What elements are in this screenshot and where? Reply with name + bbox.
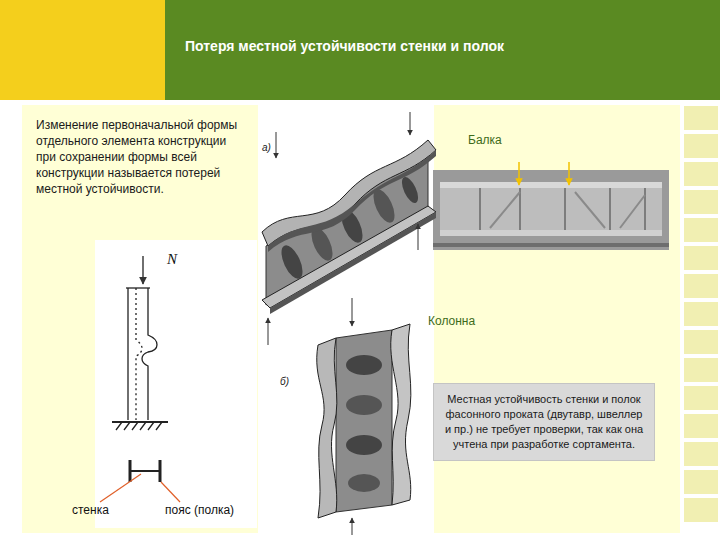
column-sketch xyxy=(112,256,168,482)
beam-buckling-figure xyxy=(418,224,419,250)
column-sketch xyxy=(127,288,128,420)
column-sketch xyxy=(126,287,150,288)
side-stripes xyxy=(684,106,718,522)
leader-line xyxy=(100,474,141,502)
side-stripes xyxy=(684,246,718,270)
beam-buckling-figure xyxy=(270,212,436,314)
slide-frame xyxy=(165,0,720,100)
side-stripes xyxy=(684,190,718,214)
beam-buckling-figure xyxy=(268,318,269,345)
figure-caption: Балка xyxy=(468,133,502,147)
note-box: Местная устойчивость стенки и полок фасо… xyxy=(433,383,655,461)
column-buckling-figure xyxy=(317,338,337,518)
column-buckling-figure xyxy=(391,324,411,505)
beam-photo xyxy=(568,162,570,185)
column-buckling-figure xyxy=(346,355,382,375)
beam-photo xyxy=(433,243,669,247)
figure-letter: б) xyxy=(280,376,289,387)
beam-photo xyxy=(480,188,645,230)
side-stripes xyxy=(684,106,718,130)
beam-buckling-figure xyxy=(262,112,436,345)
beam-buckling-figure xyxy=(268,150,436,252)
column-buckling-figure xyxy=(352,298,353,326)
side-stripes xyxy=(684,386,718,410)
column-buckling-figure xyxy=(348,474,380,492)
leader-line xyxy=(100,474,180,502)
beam-photo xyxy=(433,170,669,250)
beam-buckling-figure xyxy=(410,112,411,135)
side-stripes xyxy=(684,274,718,298)
beam-buckling-figure xyxy=(277,242,307,281)
column-buckling-figure xyxy=(346,395,382,415)
figure-caption: Колонна xyxy=(428,314,475,328)
column-sketch xyxy=(136,288,142,420)
side-stripes xyxy=(684,442,718,466)
slide-frame xyxy=(0,0,165,100)
beam-photo xyxy=(440,188,662,230)
slide-frame xyxy=(22,105,680,533)
side-stripes xyxy=(684,218,718,242)
slide-title: Потеря местной устойчивости стенки и пол… xyxy=(185,38,504,54)
side-stripes xyxy=(684,162,718,186)
column-sketch xyxy=(116,422,162,430)
part-name: стенка xyxy=(72,503,109,517)
side-stripes xyxy=(684,498,718,522)
column-sketch xyxy=(142,288,157,420)
side-stripes xyxy=(684,330,718,354)
slide-frame xyxy=(95,240,257,528)
beam-photo xyxy=(518,162,520,185)
leader-line xyxy=(161,482,180,502)
beam-photo xyxy=(490,192,645,228)
column-sketch xyxy=(142,256,143,284)
note-text: Местная устойчивость стенки и полок фасо… xyxy=(444,392,644,452)
column-buckling-figure xyxy=(352,518,353,535)
side-stripes xyxy=(684,134,718,158)
side-stripes xyxy=(684,358,718,382)
beam-buckling-figure xyxy=(262,206,436,308)
side-stripes xyxy=(684,414,718,438)
definition-text: Изменение первоначальной формы отдельног… xyxy=(36,117,246,197)
beam-buckling-figure xyxy=(399,175,422,205)
side-stripes xyxy=(684,470,718,494)
side-stripes xyxy=(684,302,718,326)
column-sketch xyxy=(130,470,160,472)
beam-buckling-figure xyxy=(276,132,277,158)
column-buckling-figure xyxy=(336,330,392,512)
figure-letter: а) xyxy=(262,142,271,153)
column-sketch xyxy=(112,421,168,423)
beam-photo xyxy=(440,182,662,188)
column-buckling-figure xyxy=(346,435,382,455)
beam-photo xyxy=(440,230,662,236)
force-symbol: N xyxy=(167,251,177,268)
beam-photo xyxy=(433,162,669,250)
column-buckling-figure xyxy=(317,298,411,535)
part-name: пояс (полка) xyxy=(165,503,234,517)
